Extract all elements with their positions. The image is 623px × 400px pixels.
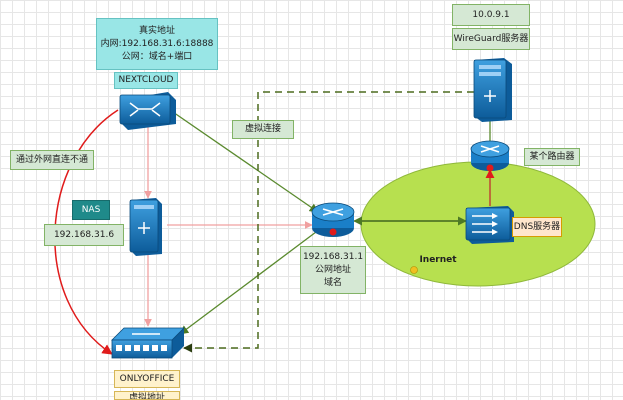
onlyoffice-virtual-text: 虚拟地址 — [128, 393, 165, 400]
wireguard-server-text: WireGuard服务器 — [453, 33, 529, 44]
wireguard-server-box: WireGuard服务器 — [452, 28, 530, 50]
edge-router-onlyoffice — [179, 231, 317, 335]
wireguard-server-device-icon — [473, 58, 512, 122]
nas-ip-box: 192.168.31.6 — [44, 224, 124, 246]
dns-server-device-icon — [465, 206, 514, 244]
nas-label: NAS — [72, 200, 110, 220]
onlyoffice-virtual-label: 虚拟地址 — [114, 391, 180, 400]
virtual-connection-label: 虚拟连接 — [232, 120, 294, 139]
main-router-icon — [311, 202, 355, 237]
real-address-line-3: 公网：域名+端口 — [121, 51, 193, 62]
no-direct-public-text: 通过外网直连不通 — [15, 154, 88, 165]
nextcloud-label: NEXTCLOUD — [114, 72, 178, 89]
internet-bullet-icon — [410, 266, 418, 274]
some-router-label: 某个路由器 — [524, 148, 580, 166]
some-router-icon — [470, 140, 510, 172]
wireguard-ip-text: 10.0.9.1 — [472, 9, 510, 20]
no-direct-public-label: 通过外网直连不通 — [10, 150, 94, 170]
internet-text: Inernet — [419, 254, 457, 265]
real-address-line-2: 内网:192.168.31.6:18888 — [100, 38, 214, 49]
wireguard-ip-box: 10.0.9.1 — [452, 4, 530, 26]
router-info-line-2: 公网地址 — [314, 264, 351, 275]
nas-ip-text: 192.168.31.6 — [53, 229, 115, 240]
nextcloud-device-icon — [119, 92, 176, 130]
internet-label: Inernet — [418, 252, 458, 268]
edge-nextcloud-router — [169, 109, 319, 213]
nextcloud-label-text: NEXTCLOUD — [118, 75, 174, 85]
nas-device-icon — [129, 198, 162, 256]
router-info-box: 192.168.31.1 公网地址 域名 — [300, 246, 366, 294]
onlyoffice-label: ONLYOFFICE — [114, 370, 180, 388]
real-address-line-1: 真实地址 — [138, 25, 175, 36]
virtual-connection-text: 虚拟连接 — [244, 124, 281, 134]
some-router-text: 某个路由器 — [529, 151, 575, 162]
router-info-line-3: 域名 — [323, 277, 342, 288]
onlyoffice-switch-icon — [111, 327, 185, 359]
real-address-box: 真实地址 内网:192.168.31.6:18888 公网：域名+端口 — [96, 18, 218, 70]
router-info-line-1: 192.168.31.1 — [302, 251, 364, 262]
dns-server-label: DNS服务器 — [512, 217, 562, 237]
nas-label-text: NAS — [81, 204, 101, 215]
dns-server-text: DNS服务器 — [513, 221, 561, 232]
edge-virtual-tunnel — [183, 91, 474, 353]
onlyoffice-label-text: ONLYOFFICE — [119, 373, 175, 384]
